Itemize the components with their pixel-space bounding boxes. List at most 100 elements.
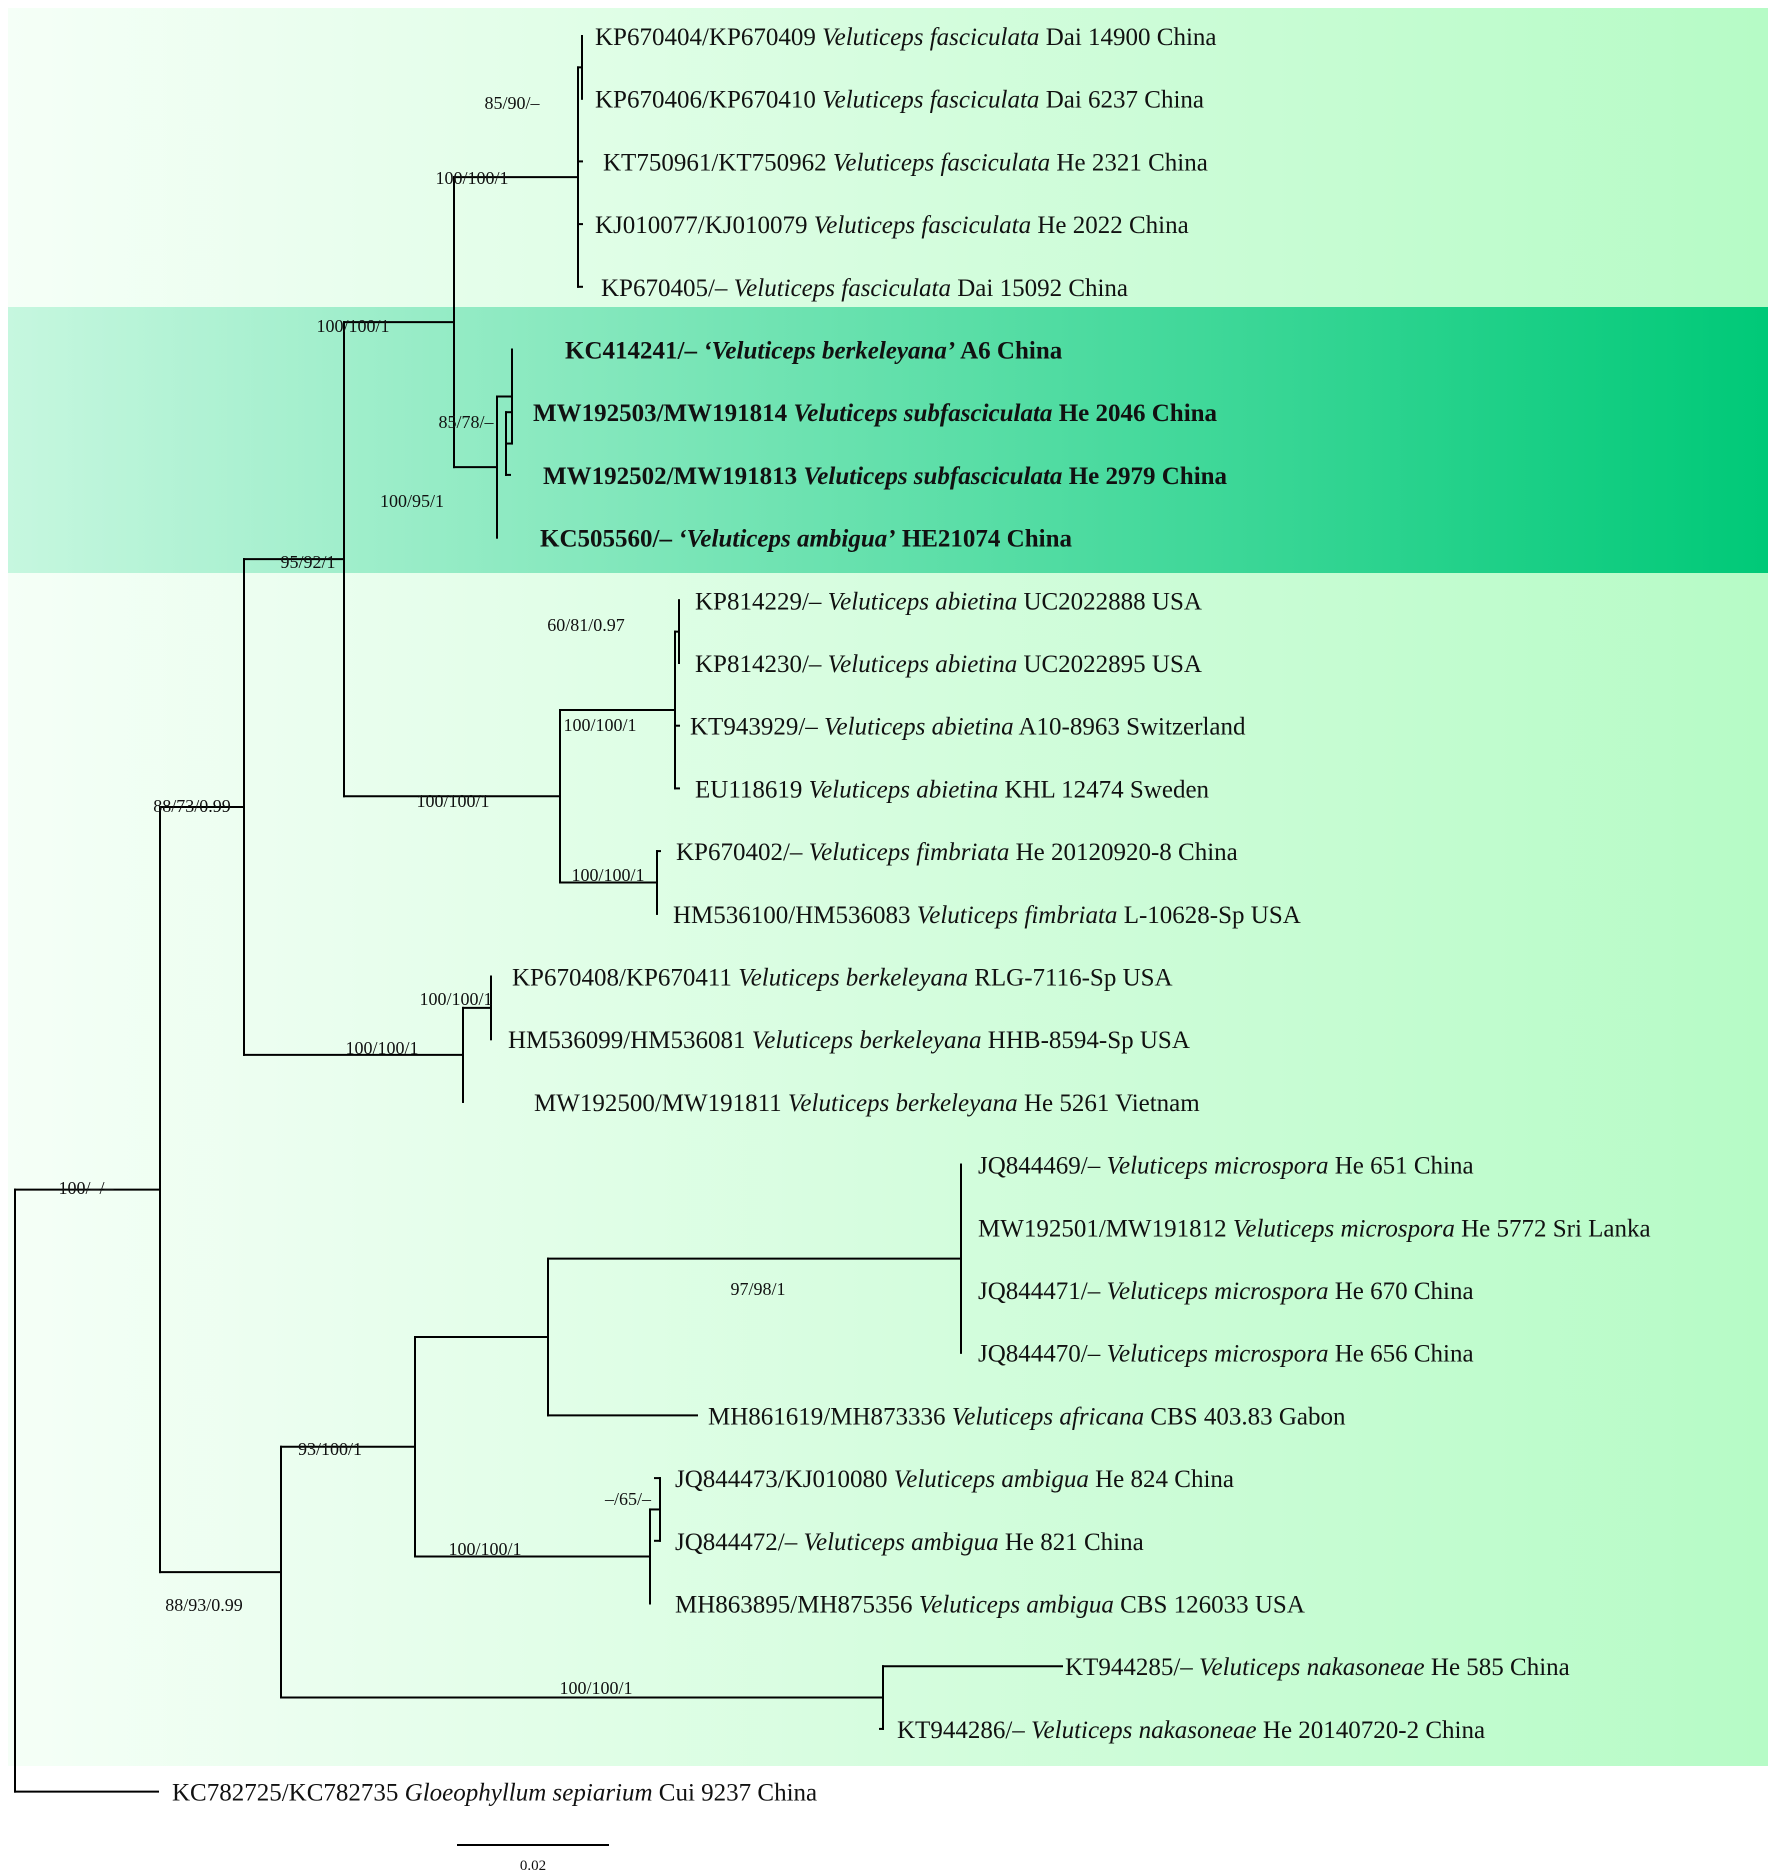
- taxon-label: HM536100/HM536083 Veluticeps fimbriata L…: [673, 902, 1301, 929]
- species-name: Veluticeps ambigua: [894, 1466, 1089, 1493]
- species-name: Veluticeps nakasoneae: [1199, 1654, 1425, 1681]
- support-values: 85/90/–100/100/1100/100/185/78/–100/95/1…: [58, 93, 785, 1698]
- taxon-label: MW192500/MW191811 Veluticeps berkeleyana…: [534, 1090, 1200, 1117]
- taxon-label: JQ844473/KJ010080 Veluticeps ambigua He …: [675, 1466, 1234, 1493]
- support-value: –/65/–: [604, 1489, 652, 1509]
- accession: KP670404/KP670409: [595, 24, 822, 51]
- accession: KC505560/–: [540, 526, 678, 553]
- species-name: Veluticeps fimbriata: [809, 839, 1010, 866]
- support-value: 95/92/1: [280, 552, 335, 572]
- taxon-label: MW192501/MW191812 Veluticeps microspora …: [978, 1215, 1651, 1242]
- voucher: He 821 China: [999, 1529, 1144, 1556]
- voucher: HHB-8594-Sp USA: [982, 1027, 1190, 1054]
- species-name: Veluticeps microspora: [1106, 1278, 1328, 1305]
- scale-bar-label: 0.02: [520, 1858, 546, 1874]
- voucher: He 651 China: [1328, 1153, 1473, 1180]
- taxon-label: KJ010077/KJ010079 Veluticeps fasciculata…: [595, 212, 1189, 239]
- accession: KP670406/KP670410: [595, 87, 822, 114]
- voucher: RLG-7116-Sp USA: [968, 965, 1173, 992]
- accession: MH863895/MH875356: [675, 1592, 919, 1619]
- accession: HM536099/HM536081: [508, 1027, 752, 1054]
- voucher: He 20120920-8 China: [1009, 839, 1237, 866]
- voucher: He 5772 Sri Lanka: [1455, 1215, 1651, 1242]
- voucher: He 2321 China: [1050, 149, 1208, 176]
- taxon-label: JQ844471/– Veluticeps microspora He 670 …: [978, 1278, 1474, 1305]
- support-value: 93/100/1: [298, 1439, 362, 1459]
- inner-highlight: [8, 307, 1768, 573]
- voucher: He 824 China: [1089, 1466, 1234, 1493]
- voucher: A6 China: [955, 338, 1062, 365]
- species-name: Veluticeps subfasciculata: [803, 463, 1062, 490]
- voucher: He 20140720-2 China: [1257, 1717, 1485, 1744]
- species-name: Veluticeps abietina: [828, 588, 1018, 615]
- accession: KC414241/–: [565, 338, 703, 365]
- species-name: Veluticeps nakasoneae: [1031, 1717, 1257, 1744]
- support-value: 100/100/1: [559, 1678, 632, 1698]
- accession: JQ844471/–: [978, 1278, 1106, 1305]
- species-name: Veluticeps fimbriata: [917, 902, 1118, 929]
- species-name: Veluticeps microspora: [1106, 1341, 1328, 1368]
- taxon-label: KC782725/KC782735 Gloeophyllum sepiarium…: [172, 1780, 817, 1807]
- accession: MW192500/MW191811: [534, 1090, 788, 1117]
- outer-highlight: [8, 8, 1768, 1766]
- taxon-label: JQ844469/– Veluticeps microspora He 651 …: [978, 1153, 1474, 1180]
- support-value: 100/100/1: [345, 1038, 418, 1058]
- taxon-label: KT943929/– Veluticeps abietina A10-8963 …: [690, 714, 1246, 741]
- voucher: UC2022895 USA: [1017, 651, 1202, 678]
- accession: KT944285/–: [1065, 1654, 1199, 1681]
- accession: HM536100/HM536083: [673, 902, 917, 929]
- taxon-label: MW192502/MW191813 Veluticeps subfascicul…: [543, 463, 1228, 490]
- support-value: 100/100/1: [316, 316, 389, 336]
- support-value: 60/81/0.97: [547, 615, 625, 635]
- accession: MH861619/MH873336: [708, 1403, 952, 1430]
- taxon-label: KT750961/KT750962 Veluticeps fasciculata…: [603, 149, 1208, 176]
- species-name: Veluticeps ambigua: [803, 1529, 998, 1556]
- accession: MW192502/MW191813: [543, 463, 803, 490]
- support-value: 100/95/1: [380, 491, 444, 511]
- voucher: Dai 15092 China: [951, 275, 1128, 302]
- species-name: Veluticeps fasciculata: [833, 149, 1050, 176]
- support-value: 85/90/–: [484, 93, 540, 113]
- taxon-label: KP670406/KP670410 Veluticeps fasciculata…: [595, 87, 1204, 114]
- accession: JQ844470/–: [978, 1341, 1106, 1368]
- voucher: UC2022888 USA: [1017, 588, 1202, 615]
- species-name: Veluticeps fasciculata: [814, 212, 1031, 239]
- species-name: ‘Veluticeps ambigua’: [678, 526, 895, 553]
- voucher: L-10628-Sp USA: [1117, 902, 1300, 929]
- support-value: 88/93/0.99: [165, 1595, 243, 1615]
- scale-bar: 0.02: [457, 1844, 609, 1874]
- voucher: CBS 403.83 Gabon: [1144, 1403, 1346, 1430]
- taxon-label: EU118619 Veluticeps abietina KHL 12474 S…: [695, 776, 1210, 803]
- species-name: Veluticeps microspora: [1106, 1153, 1328, 1180]
- accession: MW192503/MW191814: [533, 400, 793, 427]
- species-name: Veluticeps fasciculata: [822, 87, 1039, 114]
- voucher: He 5261 Vietnam: [1018, 1090, 1201, 1117]
- species-name: Veluticeps berkeleyana: [752, 1027, 982, 1054]
- accession: KT943929/–: [690, 714, 824, 741]
- support-value: 100/100/1: [571, 865, 644, 885]
- taxon-label: JQ844472/– Veluticeps ambigua He 821 Chi…: [675, 1529, 1144, 1556]
- taxon-label: KC505560/– ‘Veluticeps ambigua’ HE21074 …: [540, 526, 1072, 553]
- taxon-label: HM536099/HM536081 Veluticeps berkeleyana…: [508, 1027, 1190, 1054]
- taxon-label: KP814229/– Veluticeps abietina UC2022888…: [695, 588, 1202, 615]
- species-name: Veluticeps fasciculata: [734, 275, 951, 302]
- voucher: He 656 China: [1328, 1341, 1473, 1368]
- species-name: Veluticeps berkeleyana: [788, 1090, 1018, 1117]
- taxon-label: KP814230/– Veluticeps abietina UC2022895…: [695, 651, 1202, 678]
- accession: JQ844469/–: [978, 1153, 1106, 1180]
- species-name: Veluticeps fasciculata: [822, 24, 1039, 51]
- taxon-label: KP670405/– Veluticeps fasciculata Dai 15…: [601, 275, 1128, 302]
- support-value: 100/100/1: [416, 791, 489, 811]
- species-name: Gloeophyllum sepiarium: [405, 1780, 653, 1807]
- voucher: Dai 6237 China: [1039, 87, 1204, 114]
- accession: KJ010077/KJ010079: [595, 212, 814, 239]
- accession: JQ844472/–: [675, 1529, 803, 1556]
- species-name: Veluticeps subfasciculata: [793, 400, 1052, 427]
- taxon-label: KT944286/– Veluticeps nakasoneae He 2014…: [897, 1717, 1485, 1744]
- accession: MW192501/MW191812: [978, 1215, 1233, 1242]
- species-name: Veluticeps abietina: [824, 714, 1014, 741]
- accession: KP670408/KP670411: [512, 965, 738, 992]
- species-name: Veluticeps abietina: [809, 776, 999, 803]
- taxon-label: JQ844470/– Veluticeps microspora He 656 …: [978, 1341, 1474, 1368]
